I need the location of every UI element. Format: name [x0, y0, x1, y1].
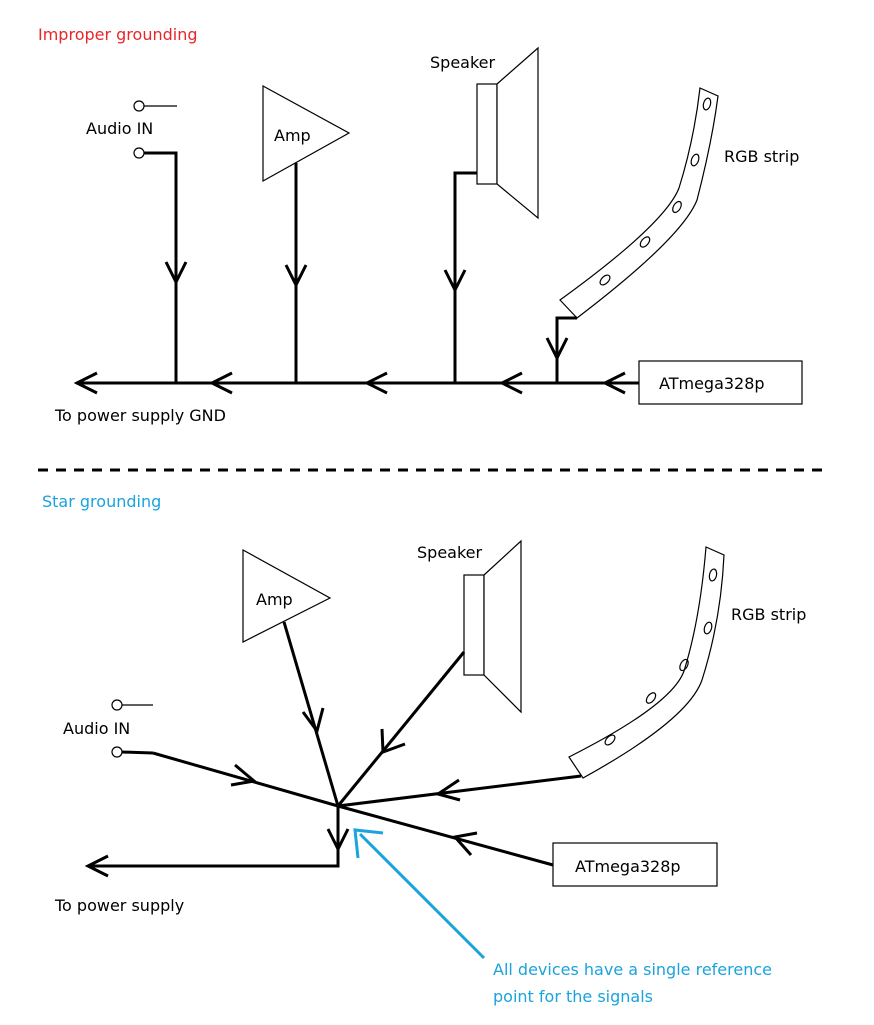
- arrow-left-icon: [601, 371, 626, 395]
- speaker-block: [336, 539, 522, 807]
- audio-in-connector: [133, 100, 188, 383]
- star-grounding-section: Star grounding Amp Speaker RGB stri: [42, 492, 806, 1006]
- ground-bus: [73, 371, 639, 395]
- amplifier-block: [262, 84, 351, 383]
- arrow-left-icon: [73, 371, 98, 395]
- arrow-down-icon: [284, 264, 308, 289]
- arrow-left-icon: [208, 371, 233, 395]
- rgb-strip-label: RGB strip: [724, 147, 799, 166]
- led-strip-icon: [559, 87, 719, 319]
- star-grounding-heading: Star grounding: [42, 492, 161, 511]
- annotation-pointer: [353, 828, 486, 960]
- arrow-icon: [353, 828, 384, 859]
- speaker-icon: [463, 574, 485, 676]
- rgb-strip-block: [337, 546, 725, 808]
- atmega-box: [552, 842, 718, 887]
- terminal-icon: [111, 699, 123, 711]
- ground-label: To power supply GND: [54, 406, 226, 425]
- improper-grounding-heading: Improper grounding: [38, 25, 198, 44]
- audio-in-connector: [111, 699, 339, 808]
- speaker-label: Speaker: [417, 543, 483, 562]
- amp-label: Amp: [274, 126, 311, 145]
- terminal-icon: [133, 100, 145, 112]
- arrow-icon: [380, 728, 406, 755]
- amplifier-block: [242, 548, 340, 807]
- atmega-label: ATmega328p: [575, 857, 681, 876]
- speaker-label: Speaker: [430, 53, 496, 72]
- amp-label: Amp: [256, 590, 293, 609]
- speaker-icon: [476, 83, 498, 185]
- amplifier-icon: [242, 548, 332, 643]
- star-ground-return: [84, 806, 350, 878]
- terminal-icon: [111, 746, 123, 758]
- improper-grounding-section: Improper grounding Audio IN Amp Speaker: [38, 25, 803, 425]
- ground-label: To power supply: [54, 896, 184, 915]
- rgb-strip-label: RGB strip: [731, 605, 806, 624]
- arrow-left-icon: [363, 371, 388, 395]
- arrow-down-icon: [326, 828, 350, 853]
- arrow-down-icon: [545, 337, 569, 362]
- arrow-down-icon: [443, 269, 467, 294]
- terminal-icon: [133, 147, 145, 159]
- atmega-block: [337, 804, 718, 887]
- annotation-line-1: All devices have a single reference: [493, 960, 772, 979]
- arrow-icon: [434, 778, 461, 802]
- amplifier-icon: [262, 84, 351, 183]
- audio-in-label: Audio IN: [63, 719, 130, 738]
- atmega-box: [638, 360, 803, 405]
- audio-in-label: Audio IN: [86, 119, 153, 138]
- arrow-down-icon: [164, 261, 188, 286]
- arrow-icon: [230, 763, 258, 787]
- speaker-block: [443, 46, 539, 383]
- annotation-line-2: point for the signals: [493, 987, 653, 1006]
- rgb-strip-block: [545, 87, 719, 383]
- arrow-left-icon: [84, 854, 109, 878]
- atmega-label: ATmega328p: [659, 374, 765, 393]
- arrow-icon: [452, 831, 478, 856]
- led-strip-icon: [568, 546, 725, 779]
- arrow-left-icon: [498, 371, 523, 395]
- arrow-icon: [301, 707, 325, 735]
